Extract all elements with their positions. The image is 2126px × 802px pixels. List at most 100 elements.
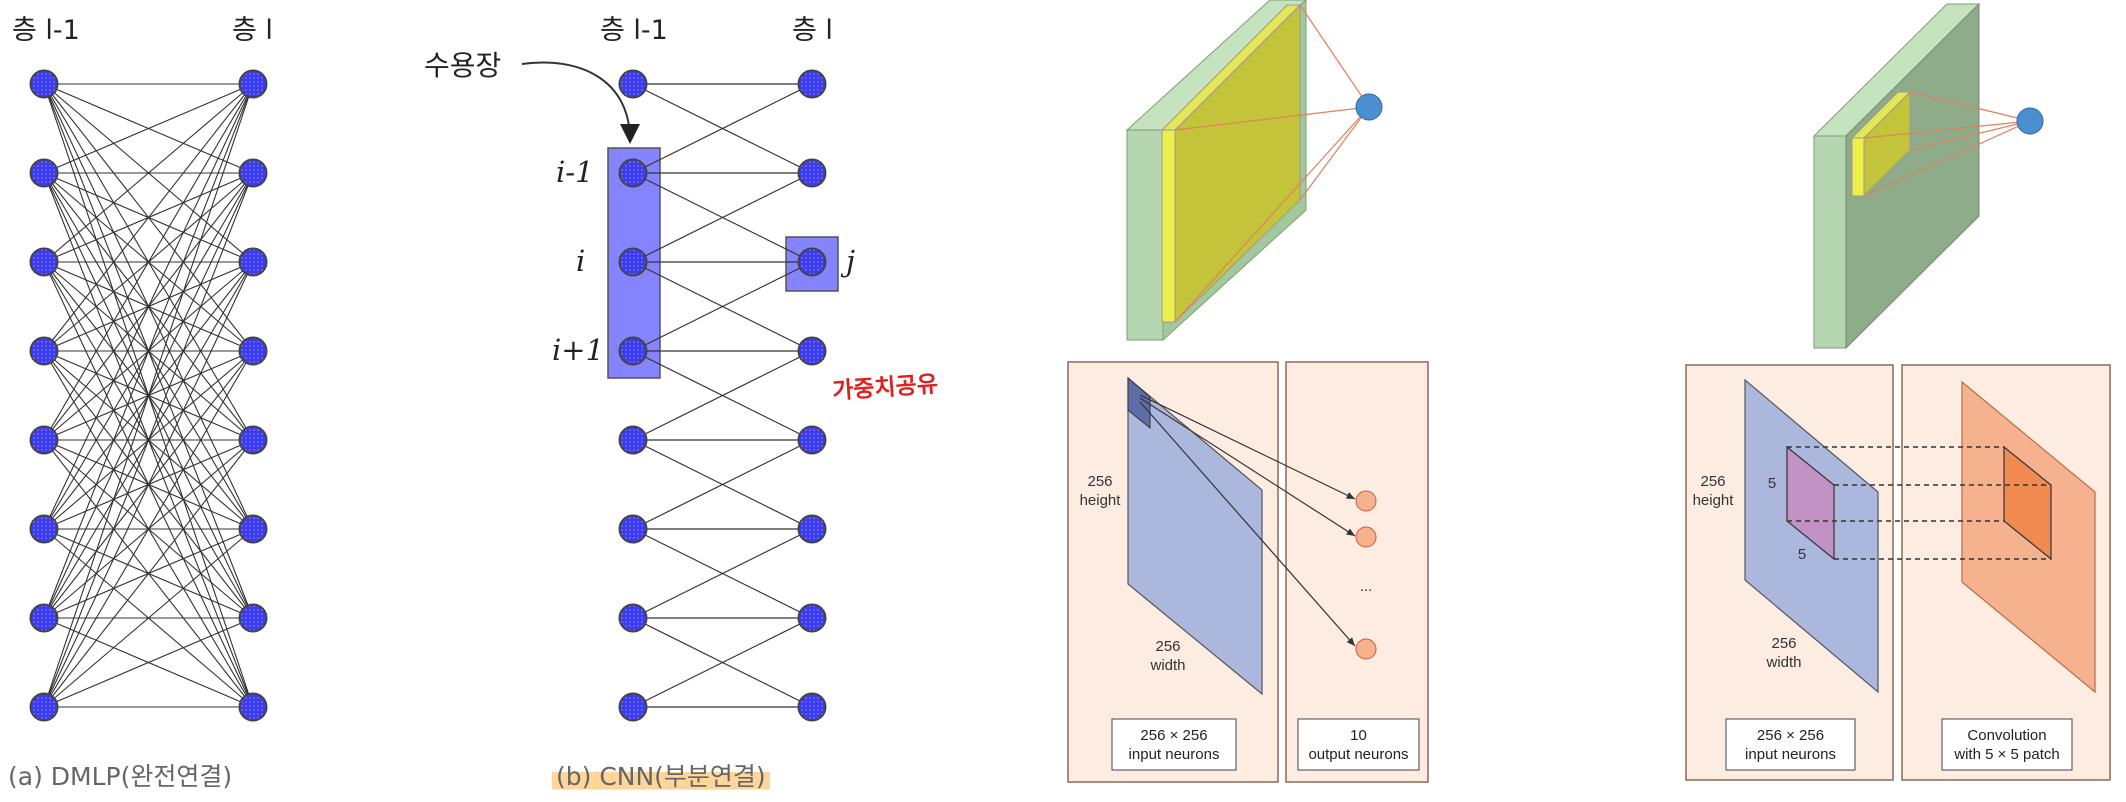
height-value-c: 256 xyxy=(1087,473,1113,490)
dmlp-neuron xyxy=(238,69,268,99)
cnn-neuron xyxy=(797,158,827,188)
cnn-edge xyxy=(632,439,813,530)
cnn-neuron xyxy=(618,158,648,188)
cnn-connections xyxy=(632,83,813,708)
output-box-line2-c: output neurons xyxy=(1308,746,1409,763)
row-label-i-minus-1: i-1 xyxy=(556,155,594,189)
cnn-edge xyxy=(632,528,813,619)
target-label-j: j xyxy=(846,244,855,278)
conv-box-d xyxy=(1941,718,2073,771)
cnn-edge xyxy=(632,261,813,352)
cnn-left-layer-label: 층 l-1 xyxy=(600,15,668,46)
cnn-neuron xyxy=(797,336,827,366)
receptive-field-label: 수용장 xyxy=(424,49,502,82)
conv-box-line2-d: with 5 × 5 patch xyxy=(1954,746,2060,763)
dmlp-neuron xyxy=(29,247,59,277)
input-box-line1-c: 256 × 256 xyxy=(1140,727,1208,744)
patch-side-horizontal: 5 xyxy=(1797,546,1807,563)
dmlp-edge xyxy=(43,83,254,708)
width-value-d: 256 xyxy=(1771,635,1797,652)
cnn-edge xyxy=(632,617,813,708)
dmlp-neuron xyxy=(238,425,268,455)
cnn-neuron xyxy=(797,247,827,277)
dmlp-edge xyxy=(43,83,254,530)
dmlp-connections xyxy=(43,83,254,708)
cnn-edge xyxy=(632,172,813,263)
width-label-d: width xyxy=(1766,654,1802,671)
cnn-caption: (b) CNN(부분연결) xyxy=(552,762,770,791)
row-label-i-plus-1: i+1 xyxy=(552,333,605,367)
cnn-neuron xyxy=(618,425,648,455)
dmlp-neuron xyxy=(238,336,268,366)
dmlp-left-layer-label: 층 l-1 xyxy=(12,15,80,46)
dmlp-neuron xyxy=(238,514,268,544)
output-node xyxy=(2016,107,2044,135)
cnn-right-layer-label: 층 l xyxy=(792,15,833,46)
dmlp-neuron xyxy=(238,603,268,633)
dmlp-caption: (a) DMLP(완전연결) xyxy=(8,762,233,791)
dmlp-neuron xyxy=(29,69,59,99)
dmlp-neuron xyxy=(238,692,268,722)
dmlp-neuron xyxy=(238,158,268,188)
dmlp-edge xyxy=(43,439,254,708)
dmlp-edge xyxy=(43,172,254,708)
full-filter-3d xyxy=(1125,0,1383,342)
input-box-line2-c: input neurons xyxy=(1128,746,1220,763)
cnn-neuron xyxy=(618,692,648,722)
dmlp-neuron xyxy=(29,425,59,455)
dmlp-neuron xyxy=(238,247,268,277)
cnn-neuron xyxy=(797,425,827,455)
cnn-neuron xyxy=(797,603,827,633)
height-label-c: height xyxy=(1079,492,1121,509)
target-neuron-box xyxy=(785,236,839,292)
cnn-edge xyxy=(632,350,813,441)
cnn-neuron xyxy=(797,69,827,99)
cnn-neuron xyxy=(797,514,827,544)
input-neurons-box-c xyxy=(1111,718,1237,771)
conv-box-line1-d: Convolution xyxy=(1967,727,2047,744)
input-neurons-box-d xyxy=(1725,718,1856,771)
local-filter-3d xyxy=(1812,2,2044,350)
receptive-field-arrow xyxy=(521,61,640,144)
input-feature-map-c xyxy=(1127,376,1263,696)
dmlp-edge xyxy=(43,83,254,619)
dmlp-neuron xyxy=(29,336,59,366)
filter-patch-c xyxy=(1127,376,1151,430)
output-neuron xyxy=(1355,526,1377,548)
dmlp-edge xyxy=(43,83,254,441)
cnn-neuron xyxy=(618,69,648,99)
cnn-neuron xyxy=(618,247,648,277)
output-node xyxy=(1355,93,1383,121)
height-label-d: height xyxy=(1692,492,1734,509)
output-panel-c xyxy=(1285,361,1429,783)
dmlp-edge xyxy=(43,261,254,708)
dmlp-edge xyxy=(43,83,254,352)
dmlp-neuron xyxy=(29,603,59,633)
cnn-neuron xyxy=(618,514,648,544)
output-neuron xyxy=(1355,490,1377,512)
width-label-c: width xyxy=(1150,657,1186,674)
dmlp-edge xyxy=(43,528,254,708)
height-value-d: 256 xyxy=(1700,473,1726,490)
dmlp-neurons xyxy=(29,69,268,722)
output-box-line1-c: 10 xyxy=(1350,727,1367,744)
input-box-line2-d: input neurons xyxy=(1745,746,1836,763)
dmlp-right-layer-label: 층 l xyxy=(232,15,273,46)
patch-projection-lines xyxy=(1787,446,2051,560)
cnn-neuron xyxy=(797,692,827,722)
patch-side-vertical: 5 xyxy=(1767,475,1777,492)
ellipsis: ... xyxy=(1359,578,1373,595)
dmlp-neuron xyxy=(29,692,59,722)
cnn-neuron xyxy=(618,336,648,366)
cnn-neurons xyxy=(618,69,827,722)
dmlp-edge xyxy=(43,83,254,263)
output-neuron xyxy=(1355,638,1377,660)
cnn-edge xyxy=(632,83,813,174)
dmlp-neuron xyxy=(29,158,59,188)
dmlp-neuron xyxy=(29,514,59,544)
cnn-neuron xyxy=(618,603,648,633)
input-box-line1-d: 256 × 256 xyxy=(1756,727,1825,744)
output-neurons-box-c xyxy=(1297,718,1420,771)
width-value-c: 256 xyxy=(1155,638,1181,655)
